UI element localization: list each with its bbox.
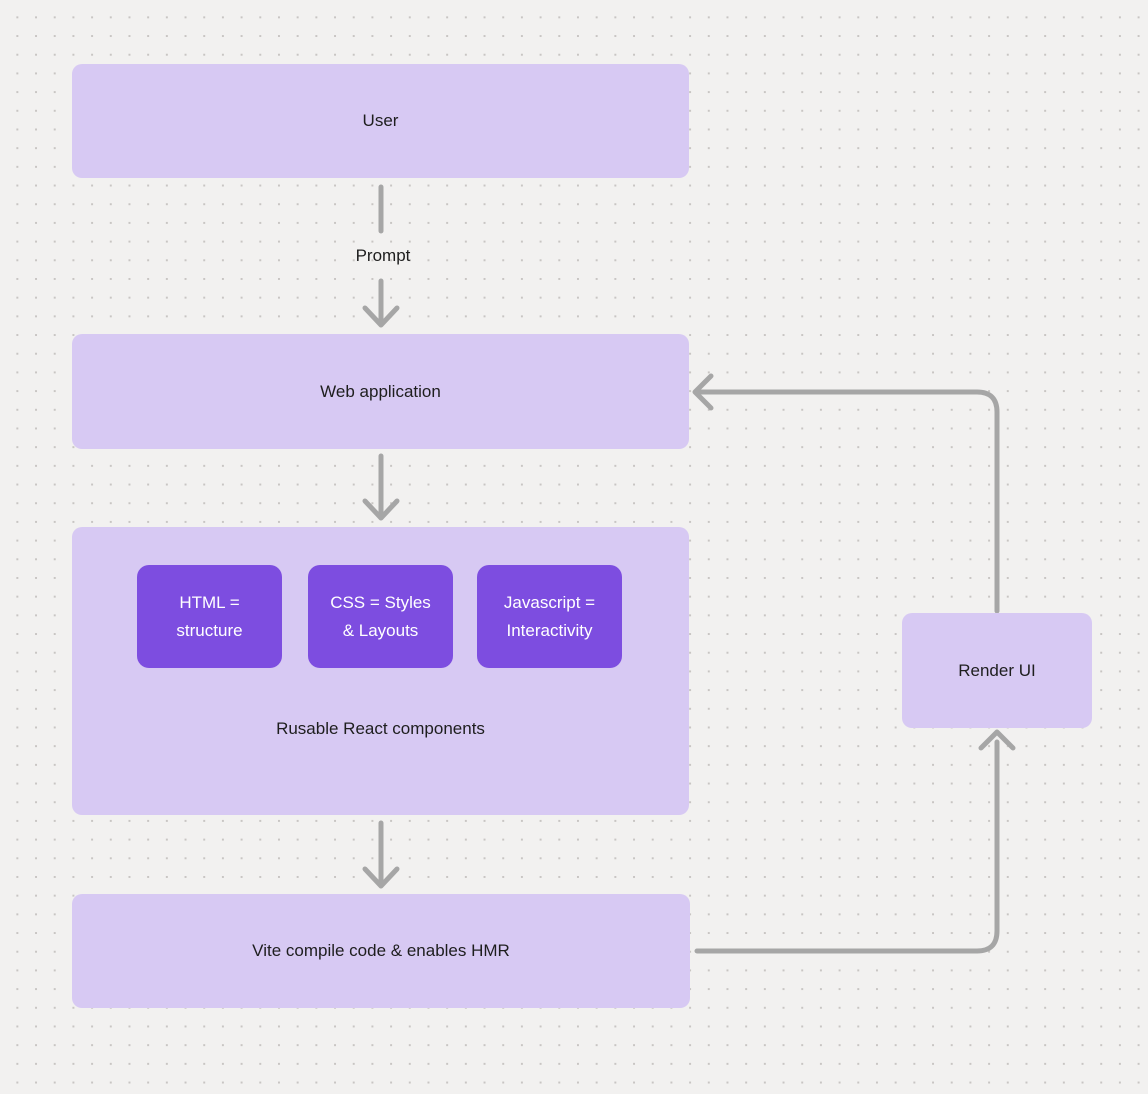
node-web-application[interactable]: Web application (72, 334, 689, 449)
components-caption: Rusable React components (276, 719, 485, 738)
chip-javascript[interactable]: Javascript = Interactivity (477, 565, 622, 668)
edge-vite-render-line (694, 739, 1000, 954)
node-web-application-label: Web application (320, 381, 441, 401)
edge-user-web-arrowhead (362, 305, 400, 328)
edge-vite-render-arrowhead (978, 729, 1016, 751)
node-render-ui[interactable]: Render UI (902, 613, 1092, 728)
node-user-label: User (362, 111, 399, 131)
edge-label-prompt: Prompt (355, 246, 411, 265)
chip-html[interactable]: HTML = structure (137, 565, 282, 668)
chip-css[interactable]: CSS = Styles & Layouts (308, 565, 453, 668)
edge-web-components-arrowhead (362, 498, 400, 521)
node-vite[interactable]: Vite compile code & enables HMR (72, 894, 690, 1008)
node-components-container[interactable]: HTML = structure CSS = Styles & Layouts … (72, 527, 689, 815)
node-render-ui-label: Render UI (958, 660, 1036, 680)
edge-render-web-line (698, 389, 1000, 614)
node-user[interactable]: User (72, 64, 689, 178)
node-vite-label: Vite compile code & enables HMR (252, 941, 510, 961)
edge-components-vite-arrowhead (362, 866, 400, 889)
edge-render-web-arrowhead (692, 373, 714, 411)
